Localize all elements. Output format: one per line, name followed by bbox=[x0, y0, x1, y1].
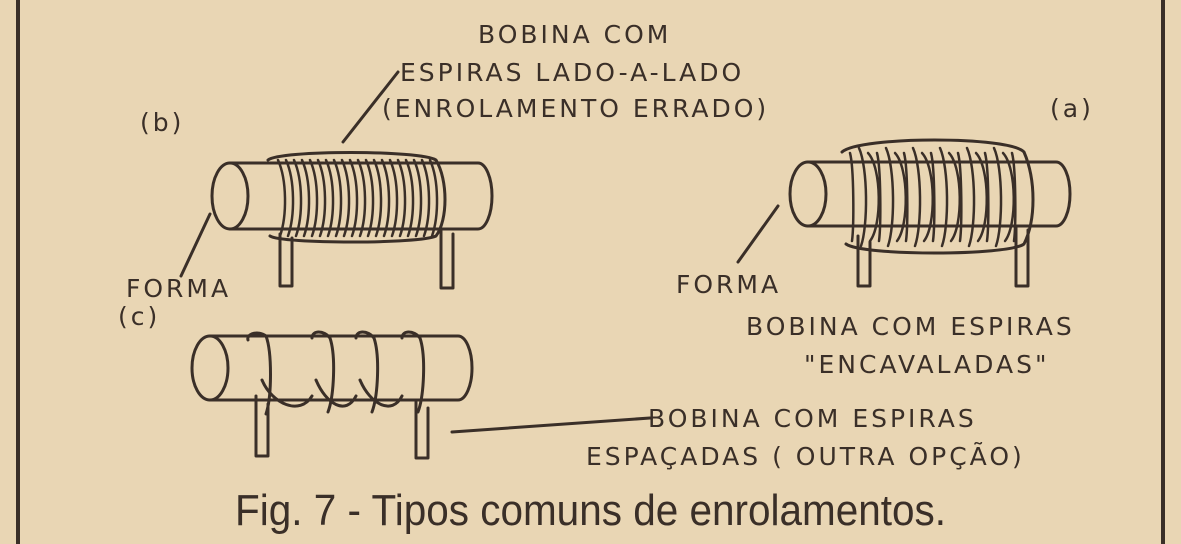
coil-turn bbox=[992, 146, 1003, 248]
coil-turn bbox=[920, 151, 934, 243]
coil-b-turns bbox=[276, 158, 439, 238]
coil-turn bbox=[956, 151, 963, 243]
coil-turn bbox=[893, 151, 907, 243]
coil-a-drawing bbox=[736, 138, 1072, 288]
coil-turn bbox=[348, 158, 359, 238]
coil-turn bbox=[938, 146, 949, 248]
coil-a-desc-line1: BOBINA COM ESPIRAS bbox=[746, 312, 1075, 341]
coil-b-form-label: FORMA bbox=[126, 274, 232, 303]
coil-turn bbox=[983, 151, 990, 243]
coil-b-tag: (b) bbox=[140, 108, 185, 137]
coil-b-title-line3: (ENROLAMENTO ERRADO) bbox=[382, 94, 770, 123]
coil-turn bbox=[1001, 151, 1015, 243]
coil-turn bbox=[332, 158, 343, 238]
coil-turn bbox=[316, 158, 327, 238]
coil-c-drawing bbox=[190, 330, 652, 460]
coil-turn bbox=[324, 158, 335, 238]
coil-c-tag: (c) bbox=[118, 302, 161, 331]
coil-a-form-label: FORMA bbox=[676, 270, 782, 299]
coil-turn bbox=[412, 158, 423, 238]
coil-turn bbox=[380, 158, 391, 238]
coil-turn bbox=[292, 158, 303, 238]
coil-turn bbox=[974, 151, 988, 243]
coil-turn bbox=[866, 151, 880, 243]
coil-c-desc-line2: ESPAÇADAS ( OUTRA OPÇÃO) bbox=[586, 442, 1025, 471]
coil-turn bbox=[857, 146, 868, 248]
coil-turn bbox=[284, 158, 295, 238]
coil-turn bbox=[364, 158, 375, 238]
coil-turn bbox=[340, 158, 351, 238]
coil-turn bbox=[372, 158, 383, 238]
coil-a-tag: (a) bbox=[1050, 94, 1094, 123]
coil-turn bbox=[308, 158, 319, 238]
coil-a-turns bbox=[848, 146, 1017, 248]
coil-turn bbox=[428, 158, 439, 238]
coil-b-drawing bbox=[179, 70, 494, 290]
coil-turn bbox=[911, 146, 922, 248]
coil-turn bbox=[902, 151, 909, 243]
coil-turn bbox=[848, 151, 855, 243]
coil-turn bbox=[965, 146, 976, 248]
coil-turn bbox=[404, 158, 415, 238]
coil-turn bbox=[875, 151, 882, 243]
coil-c-desc-line1: BOBINA COM ESPIRAS bbox=[648, 404, 977, 433]
figure-caption: Fig. 7 - Tipos comuns de enrolamentos. bbox=[234, 486, 946, 535]
coil-turn bbox=[929, 151, 936, 243]
coil-turn bbox=[420, 158, 431, 238]
coil-turn bbox=[300, 158, 311, 238]
coil-a-desc-line2: "ENCAVALADAS" bbox=[804, 350, 1050, 379]
coil-turn bbox=[884, 146, 895, 248]
coil-turn bbox=[356, 158, 367, 238]
coil-turn bbox=[947, 151, 961, 243]
coil-turn bbox=[396, 158, 407, 238]
coil-b-title-line2: ESPIRAS LADO-A-LADO bbox=[400, 58, 745, 87]
coil-turn bbox=[276, 158, 287, 238]
coil-b-title-line1: BOBINA COM bbox=[478, 20, 672, 49]
coil-turn bbox=[388, 158, 399, 238]
